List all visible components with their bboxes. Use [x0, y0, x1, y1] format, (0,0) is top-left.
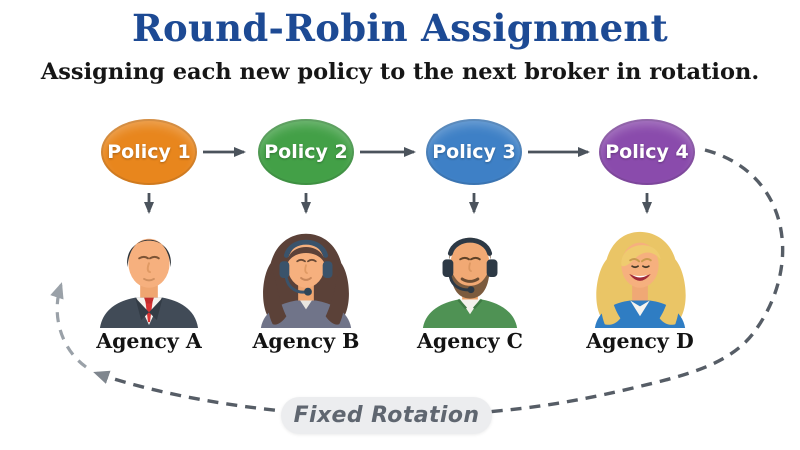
female-broker-headset-avatar: [260, 233, 352, 328]
agency-a-column: Agency A: [84, 224, 214, 353]
page-subtitle: Assigning each new policy to the next br…: [40, 59, 760, 85]
female-broker-blonde-avatar: [594, 231, 686, 328]
policy-4-node: Policy 4: [599, 119, 695, 185]
policy-4-label: Policy 4: [605, 141, 689, 163]
agency-b-column: Agency B: [241, 224, 371, 353]
agency-d-label: Agency D: [586, 329, 694, 353]
policy-1-node: Policy 1: [101, 119, 197, 185]
agency-c-label: Agency C: [416, 329, 524, 353]
agency-c-column: Agency C: [405, 224, 535, 353]
fixed-rotation-label: Fixed Rotation: [293, 403, 480, 428]
agency-a-label: Agency A: [96, 329, 202, 353]
policy-3-label: Policy 3: [432, 141, 516, 163]
policy-2-label: Policy 2: [264, 141, 348, 163]
page-title: Round-Robin Assignment: [131, 6, 669, 50]
male-broker-suit-red-tie-avatar: [99, 238, 199, 328]
policy-1-label: Policy 1: [107, 141, 191, 163]
agency-b-label: Agency B: [252, 329, 360, 353]
policy-2-node: Policy 2: [258, 119, 354, 185]
fixed-rotation-badge: Fixed Rotation: [281, 397, 492, 434]
dashed-return-arrow-icon: [50, 282, 87, 369]
dashed-rotation-loop-arrow-icon: [93, 148, 785, 418]
policy-3-node: Policy 3: [426, 119, 522, 185]
agency-d-column: Agency D: [575, 224, 705, 353]
male-broker-headset-beard-avatar: [422, 237, 518, 328]
